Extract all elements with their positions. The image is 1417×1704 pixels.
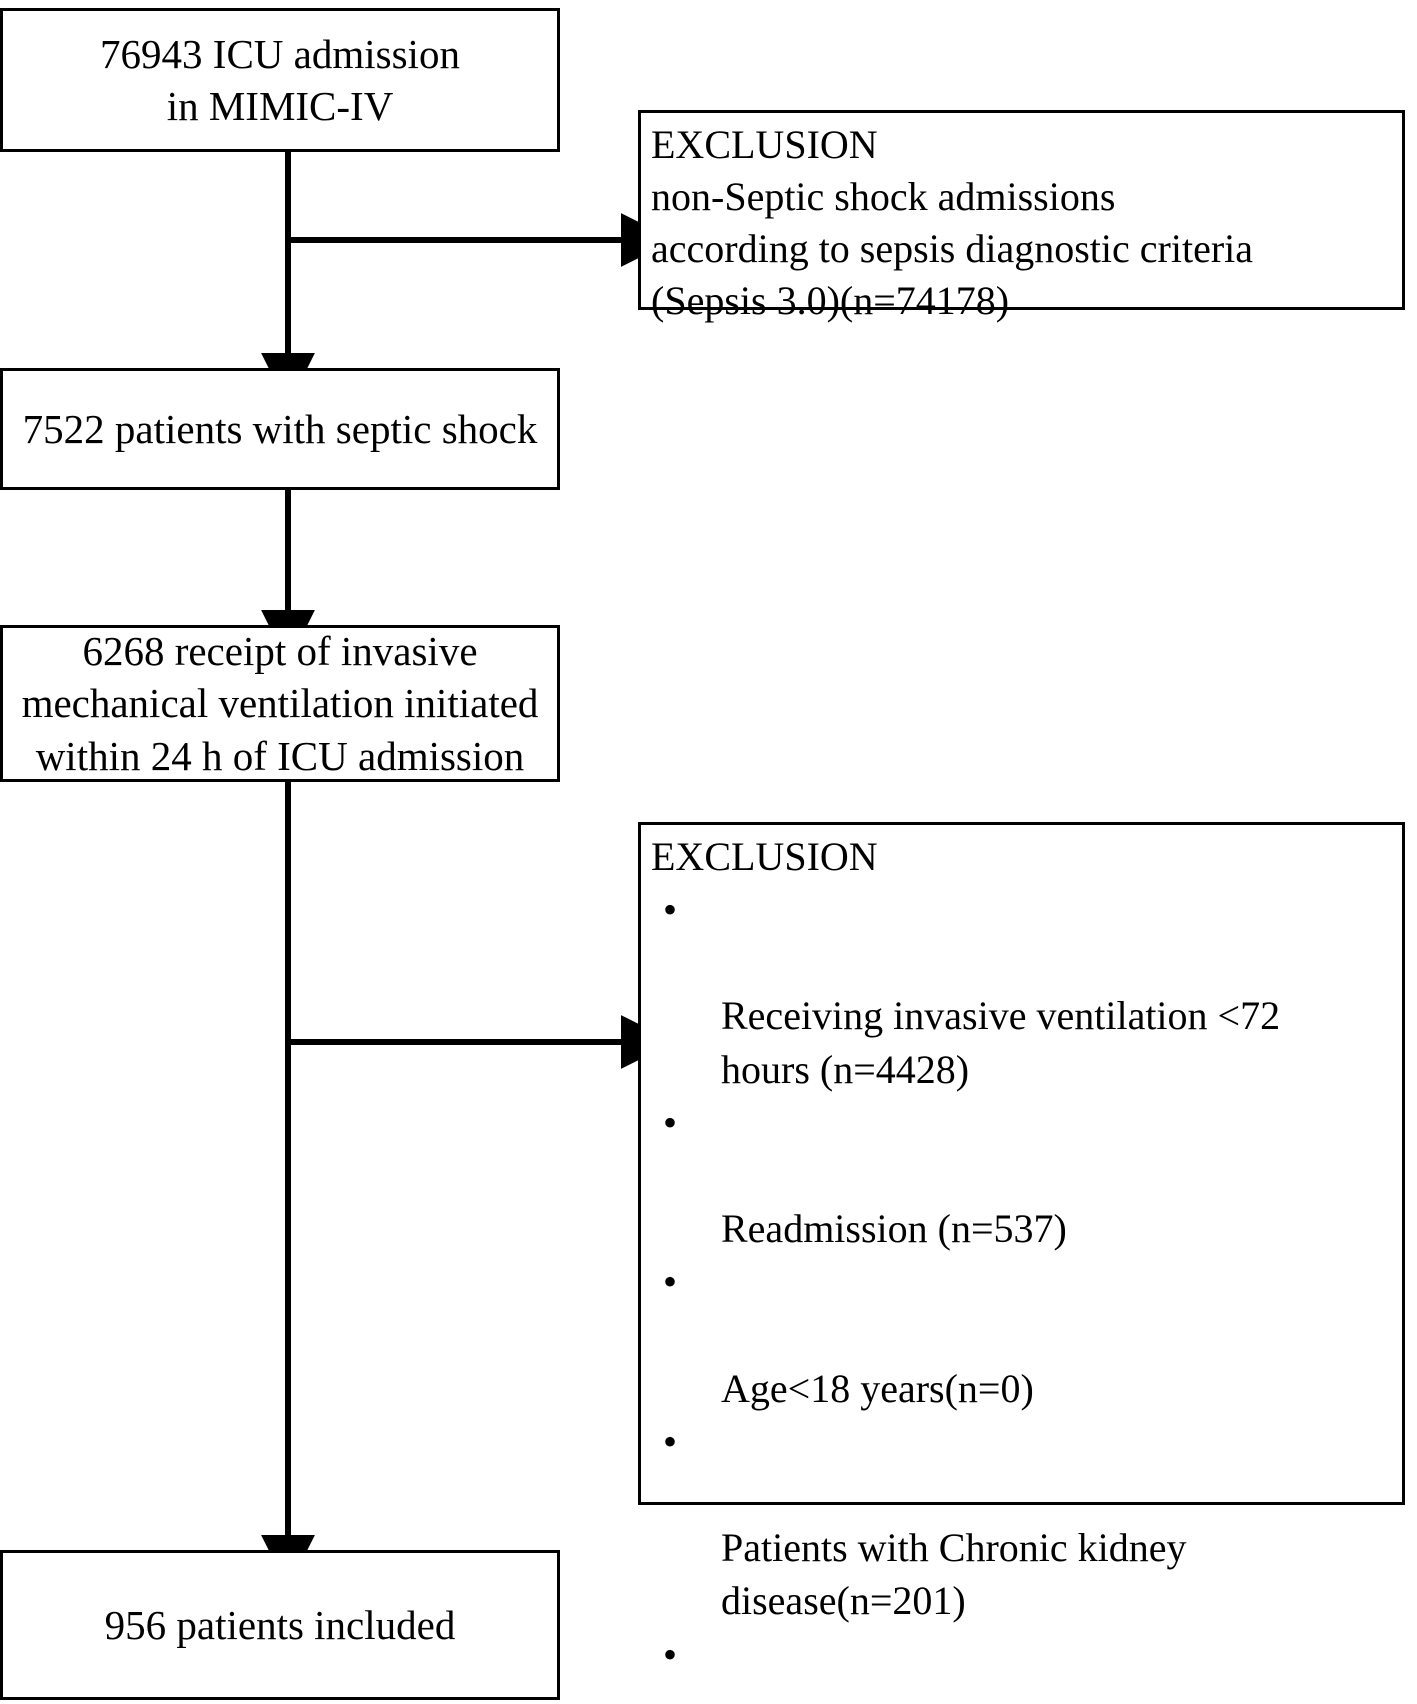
node-icu-admission: 76943 ICU admission in MIMIC-IV xyxy=(0,8,560,152)
exclusion-box-non-septic: EXCLUSION non-Septic shock admissions ac… xyxy=(638,110,1405,323)
exclusion-criteria-list: • Receiving invasive ventilation <72 hou… xyxy=(651,883,1402,1704)
node-patients-included-label: 956 patients included xyxy=(104,1601,456,1648)
node-septic-shock-patients: 7522 patients with septic shock xyxy=(0,368,560,490)
node-mechanical-ventilation: 6268 receipt of invasive mechanical vent… xyxy=(0,625,560,782)
list-item: • Patients with Chronic kidney disease(n… xyxy=(651,1415,1402,1628)
node-mechanical-ventilation-label: 6268 receipt of invasive mechanical vent… xyxy=(21,627,539,779)
node-icu-admission-label: 76943 ICU admission in MIMIC-IV xyxy=(100,30,460,129)
list-item-label: Patients with Chronic kidney disease(n=2… xyxy=(721,1525,1187,1624)
bullet-icon: • xyxy=(663,1099,678,1145)
list-item: • Age<18 years(n=0) xyxy=(651,1255,1402,1415)
list-item: • Patients with AKI prior to ICU admissi… xyxy=(651,1628,1402,1704)
exclusion-box-criteria-list: EXCLUSION • Receiving invasive ventilati… xyxy=(638,822,1405,1677)
list-item: • Receiving invasive ventilation <72 hou… xyxy=(651,883,1402,1096)
exclusion-heading: EXCLUSION xyxy=(651,122,878,167)
bullet-icon: • xyxy=(663,1631,678,1677)
bullet-icon: • xyxy=(663,1418,678,1464)
list-item-label: Readmission (n=537) xyxy=(721,1206,1067,1252)
list-item-label: Age<18 years(n=0) xyxy=(721,1365,1034,1411)
bullet-icon: • xyxy=(663,1259,678,1305)
bullet-icon: • xyxy=(663,887,678,932)
list-item-label: Receiving invasive ventilation <72 hours… xyxy=(721,993,1281,1092)
list-item: • Readmission (n=537) xyxy=(651,1096,1402,1256)
node-septic-shock-patients-label: 7522 patients with septic shock xyxy=(22,405,538,452)
exclusion-list-heading: EXCLUSION xyxy=(651,834,878,879)
node-patients-included: 956 patients included xyxy=(0,1550,560,1700)
exclusion-body: non-Septic shock admissions according to… xyxy=(651,174,1254,323)
